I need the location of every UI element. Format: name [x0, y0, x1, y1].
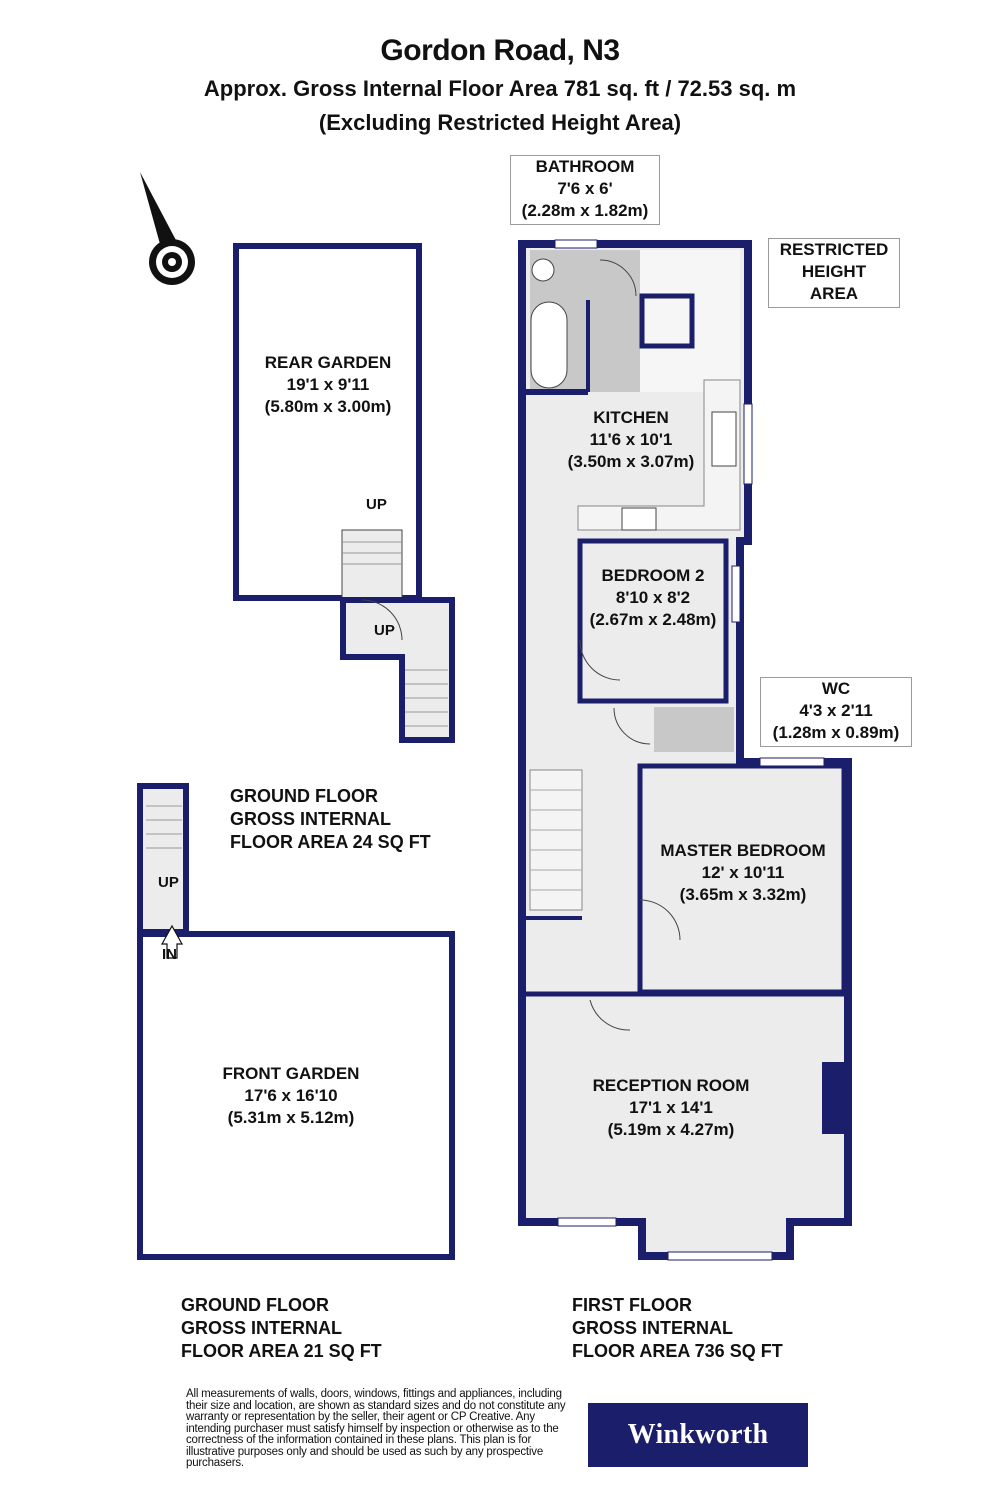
master-bedroom-label: MASTER BEDROOM 12' x 10'11 (3.65m x 3.32… [660, 841, 826, 904]
excluding-note: (Excluding Restricted Height Area) [318, 110, 682, 135]
disclaimer-text: All measurements of walls, doors, window… [186, 1388, 566, 1469]
restricted-height-label: RESTRICTED HEIGHT AREA [768, 238, 900, 308]
floor-area-subtitle: Approx. Gross Internal Floor Area 781 sq… [203, 76, 797, 101]
up-marker-front: UP [158, 874, 179, 891]
first-floor-area: FIRST FLOOR GROSS INTERNAL FLOOR AREA 73… [572, 1295, 783, 1361]
rear-garden-label: REAR GARDEN 19'1 x 9'11 (5.80m x 3.00m) [264, 353, 392, 416]
in-marker: IN [162, 946, 177, 963]
compass-icon [140, 172, 195, 285]
ground-floor-area-lower: GROUND FLOOR GROSS INTERNAL FLOOR AREA 2… [181, 1295, 382, 1361]
page-title: Gordon Road, N3 [380, 34, 620, 67]
up-marker-lower: UP [374, 622, 395, 639]
ground-floor-area-upper: GROUND FLOOR GROSS INTERNAL FLOOR AREA 2… [230, 786, 431, 852]
bathroom-label: BATHROOM 7'6 x 6' (2.28m x 1.82m) [510, 155, 660, 225]
first-floor-outline [518, 239, 852, 1261]
reception-room-label: RECEPTION ROOM 17'1 x 14'1 (5.19m x 4.27… [592, 1076, 750, 1139]
kitchen-label: KITCHEN 11'6 x 10'1 (3.50m x 3.07m) [567, 408, 695, 471]
front-garden-label: FRONT GARDEN 17'6 x 16'10 (5.31m x 5.12m… [222, 1064, 360, 1127]
up-marker-rear: UP [366, 496, 387, 513]
bedroom2-label: BEDROOM 2 8'10 x 8'2 (2.67m x 2.48m) [589, 566, 717, 629]
wc-label: WC 4'3 x 2'11 (1.28m x 0.89m) [760, 677, 912, 747]
front-garden-outline [137, 783, 455, 1260]
rear-garden-outline [233, 243, 455, 743]
winkworth-logo: Winkworth [588, 1403, 808, 1467]
